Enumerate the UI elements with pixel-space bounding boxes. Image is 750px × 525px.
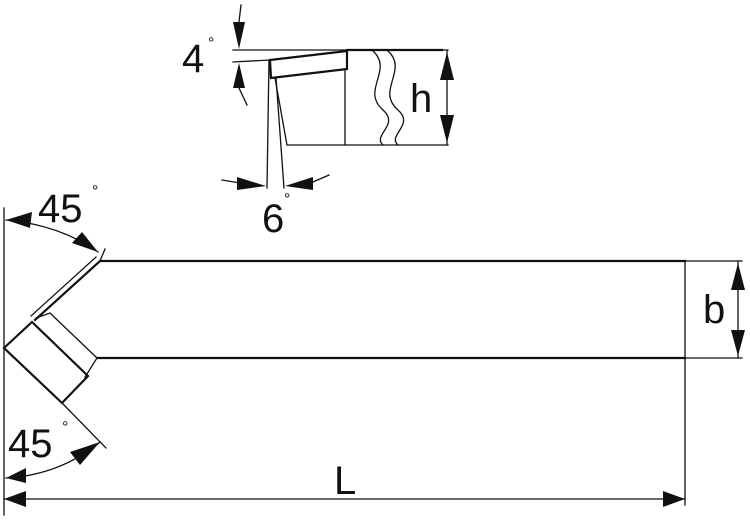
top-angle-degree: °	[208, 35, 214, 52]
height-dim-label: h	[410, 77, 432, 121]
lower-angle-degree: °	[62, 419, 68, 436]
side-angle-label: 6	[262, 197, 284, 241]
width-dim-label: b	[703, 288, 725, 332]
lower-angle-label: 45	[8, 422, 53, 466]
upper-angle-degree: °	[92, 183, 98, 200]
upper-angle-label: 45	[38, 187, 83, 231]
side-angle-degree: °	[284, 191, 290, 208]
section-view: 4 ° 6 ° h	[182, 4, 454, 241]
length-dim-label: L	[334, 459, 356, 503]
top-angle-label: 4	[182, 37, 204, 81]
plan-view: 45 ° 45 ° b L	[2, 183, 745, 516]
